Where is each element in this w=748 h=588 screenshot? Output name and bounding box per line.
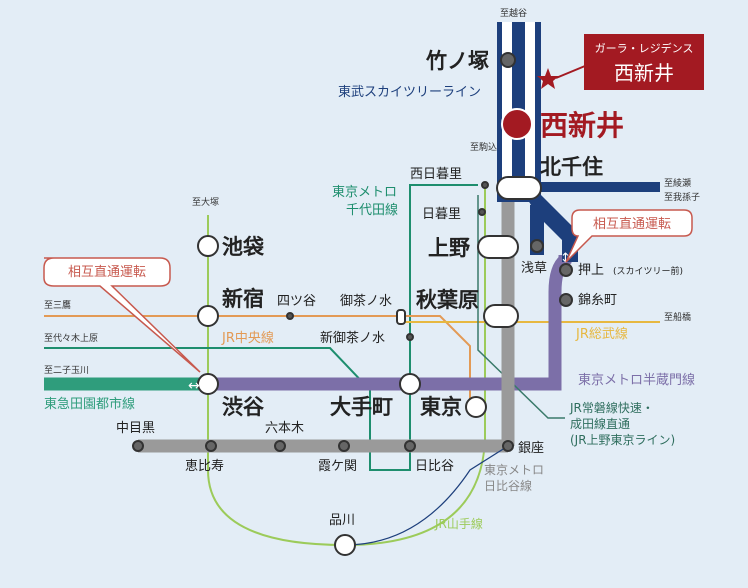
station-kitasenju-marker[interactable] xyxy=(496,176,542,200)
line-label-hibiya-2: 日比谷線 xyxy=(484,478,532,493)
station-roppongi-marker[interactable] xyxy=(274,440,286,452)
through-service-label-2: 相互直通運転 xyxy=(593,217,671,232)
station-shinochanomizu-marker[interactable] xyxy=(406,333,414,341)
station-otemachi-marker[interactable] xyxy=(399,373,421,395)
label-nippori: 日暮里 xyxy=(422,207,461,222)
label-nakameguro: 中目黒 xyxy=(116,421,155,436)
line-label-yamanote: JR山手線 xyxy=(434,516,483,531)
property-name-large: 西新井 xyxy=(614,61,674,85)
oshiage-through-arrows: ↕ xyxy=(560,251,571,266)
label-asakusa: 浅草 xyxy=(521,261,547,276)
station-markers xyxy=(132,52,573,556)
station-hibiya-marker[interactable] xyxy=(404,440,416,452)
direction-yoyogiuehara: 至代々木上原 xyxy=(44,332,98,344)
tobu-line-lane-right xyxy=(525,22,535,187)
station-shibuya-marker[interactable] xyxy=(197,373,219,395)
station-labels: 西新井 竹ノ塚 北千住 西日暮里 日暮里 上野 浅草 押上 (スカイツリー前) … xyxy=(116,49,683,528)
direction-mitaka: 至三鷹 xyxy=(44,299,71,311)
chuo-line xyxy=(44,315,471,405)
station-ikebukuro-marker[interactable] xyxy=(197,235,219,257)
label-nishiarai: 西新井 xyxy=(540,109,624,142)
label-akihabara: 秋葉原 xyxy=(416,288,479,312)
station-nishinippori-marker[interactable] xyxy=(481,181,489,189)
label-oshiage-note: (スカイツリー前) xyxy=(613,265,683,277)
property-label-box xyxy=(584,34,704,90)
direction-ayase: 至綾瀬 xyxy=(664,177,691,189)
property-pointer xyxy=(555,65,586,79)
through-service-callout-2 xyxy=(565,209,693,263)
station-ebisu-marker[interactable] xyxy=(205,440,217,452)
direction-otsuka: 至大塚 xyxy=(192,196,219,208)
line-label-chiyoda-2: 千代田線 xyxy=(346,202,398,218)
label-tokyo: 東京 xyxy=(420,395,462,419)
line-label-chuo: JR中央線 xyxy=(221,330,274,346)
station-yotsuya-marker[interactable] xyxy=(286,312,294,320)
label-ginza: 銀座 xyxy=(518,441,544,456)
label-ueno: 上野 xyxy=(428,236,470,260)
label-ochanomizu: 御茶ノ水 xyxy=(340,293,392,309)
station-akihabara-marker[interactable] xyxy=(483,304,519,328)
direction-funabashi: 至船橋 xyxy=(664,311,691,323)
direction-abiko: 至我孫子 xyxy=(664,191,700,203)
label-nishinippori: 西日暮里 xyxy=(410,167,462,182)
line-label-hanzomon: 東京メトロ半蔵門線 xyxy=(578,372,695,388)
station-oshiage-marker[interactable] xyxy=(559,263,573,277)
label-otemachi: 大手町 xyxy=(330,395,393,419)
station-nishiarai-marker[interactable] xyxy=(501,108,533,140)
line-label-joban-1: JR常磐線快速・ xyxy=(569,400,654,415)
line-label-chiyoda-1: 東京メトロ xyxy=(332,184,397,200)
station-takenotsuka-marker[interactable] xyxy=(500,52,516,68)
station-kinshicho-marker[interactable] xyxy=(559,293,573,307)
through-service-label-1: 相互直通運転 xyxy=(68,265,146,280)
direction-labels: 至越谷 至駒込 至綾瀬 至我孫子 至大塚 至三鷹 至船橋 至代々木上原 至二子玉… xyxy=(44,7,700,376)
label-ebisu: 恵比寿 xyxy=(185,459,224,474)
chiyoda-line xyxy=(44,184,478,471)
label-shinagawa: 品川 xyxy=(329,513,355,528)
shibuya-through-arrows: ↔ ↔ xyxy=(188,378,216,394)
station-ginza-marker[interactable] xyxy=(502,440,514,452)
property-star-icon xyxy=(537,68,559,89)
label-shibuya: 渋谷 xyxy=(222,395,265,419)
label-roppongi: 六本木 xyxy=(265,421,304,436)
station-kasumigaseki-marker[interactable] xyxy=(338,440,350,452)
tobu-line-east xyxy=(540,182,660,192)
label-takenotsuka: 竹ノ塚 xyxy=(425,49,489,73)
line-label-joban-2: 成田線直通 xyxy=(570,416,630,431)
label-oshiage: 押上 xyxy=(578,263,604,278)
label-shinochanomizu: 新御茶ノ水 xyxy=(320,330,385,346)
label-kinshicho: 錦糸町 xyxy=(578,292,617,308)
label-kasumigaseki: 霞ケ関 xyxy=(318,459,357,474)
station-nippori-marker[interactable] xyxy=(478,208,486,216)
kitasenju-through-arrows: ↕ xyxy=(503,163,514,178)
station-tokyo-marker[interactable] xyxy=(465,396,487,418)
label-ikebukuro: 池袋 xyxy=(222,235,265,259)
tobu-line-main-inner xyxy=(512,22,525,187)
line-label-joban-3: (JR上野東京ライン) xyxy=(570,433,675,447)
station-shinagawa-marker[interactable] xyxy=(334,534,356,556)
line-label-tobu: 東武スカイツリーライン xyxy=(338,84,481,100)
station-nakameguro-marker[interactable] xyxy=(132,440,144,452)
direction-koshigaya: 至越谷 xyxy=(500,7,527,19)
station-asakusa-marker[interactable] xyxy=(530,239,544,253)
through-service-callout-1 xyxy=(43,257,201,373)
label-shinjuku: 新宿 xyxy=(222,287,264,311)
tobu-line-lane-left xyxy=(502,22,512,187)
line-label-hibiya-1: 東京メトロ xyxy=(484,463,544,477)
line-label-denentoshi: 東急田園都市線 xyxy=(44,396,135,412)
direction-komagome: 至駒込 xyxy=(470,141,497,153)
station-ueno-marker[interactable] xyxy=(477,235,519,259)
label-kitasenju: 北千住 xyxy=(540,155,603,179)
tobu-hibiya-link xyxy=(344,445,509,546)
property-name-small: ガーラ・レジデンス xyxy=(595,41,694,55)
label-hibiya: 日比谷 xyxy=(415,459,454,474)
line-label-sobu: JR総武線 xyxy=(575,326,628,342)
label-yotsuya: 四ツ谷 xyxy=(277,294,316,309)
station-shinjuku-marker[interactable] xyxy=(197,305,219,327)
station-ochanomizu-marker[interactable] xyxy=(396,309,406,325)
direction-futakotamagawa: 至二子玉川 xyxy=(44,365,89,376)
